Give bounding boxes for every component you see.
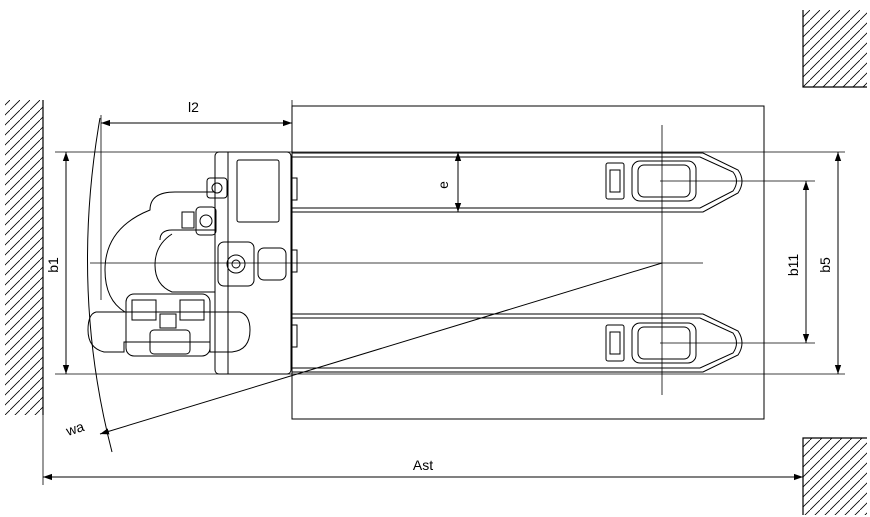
label-e: e xyxy=(435,181,451,189)
tiller-handle xyxy=(87,293,251,357)
label-l2: l2 xyxy=(188,99,199,115)
label-wa: wa xyxy=(63,418,86,439)
pallet-outline xyxy=(291,105,765,420)
turning-radius-arc-wa xyxy=(87,117,113,453)
turning-radius-line-wa xyxy=(99,262,663,435)
label-b11: b11 xyxy=(785,254,801,277)
extension-lines xyxy=(42,100,845,485)
fork-upper xyxy=(292,152,743,213)
label-ast: Ast xyxy=(413,457,433,473)
label-b1: b1 xyxy=(45,257,61,273)
label-b5: b5 xyxy=(817,257,833,273)
wall-bottom-right xyxy=(802,437,867,515)
wall-top-right xyxy=(802,10,867,88)
wall-left xyxy=(5,100,44,415)
